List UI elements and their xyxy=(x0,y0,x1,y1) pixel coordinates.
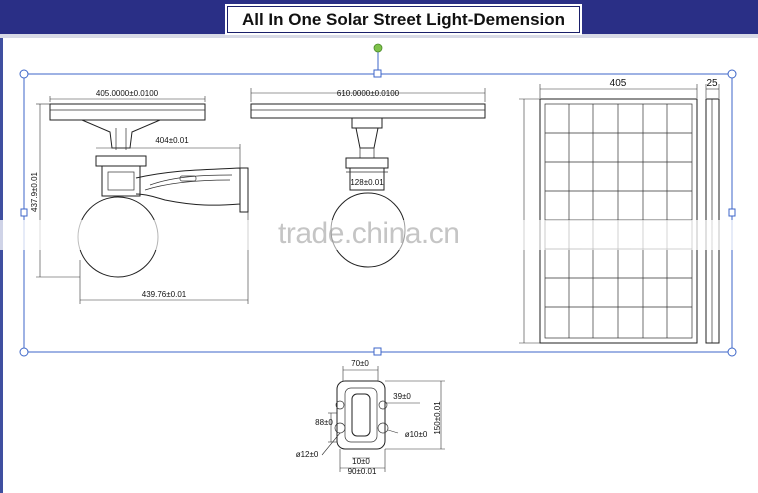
watermark-text: trade.china.cn xyxy=(278,217,460,250)
title-box: All In One Solar Street Light-Demension xyxy=(225,4,582,35)
side-overall-length-label: 439.76±0.01 xyxy=(142,290,187,299)
bracket-inner-width-label: 39±0 xyxy=(393,392,411,401)
side-view xyxy=(36,96,249,304)
left-edge-stripe xyxy=(0,38,3,493)
bracket-view xyxy=(321,366,445,472)
page-title: All In One Solar Street Light-Demension xyxy=(241,9,566,29)
banner-strip xyxy=(0,34,758,38)
bracket-hole-height-label: 88±0 xyxy=(315,418,333,427)
bracket-hole-dia-left-label: ø12±0 xyxy=(296,450,319,459)
front-neck-label: 128±0.01 xyxy=(350,178,384,187)
panel-view xyxy=(519,84,720,344)
bracket-top-width-label: 70±0 xyxy=(351,359,369,368)
panel-width-label: 405 xyxy=(610,78,627,89)
watermark-band xyxy=(0,220,758,250)
bracket-bottom-small-label: 10±0 xyxy=(352,457,370,466)
selection-frame[interactable] xyxy=(19,43,737,357)
panel-depth-label: 25 xyxy=(706,78,718,89)
front-view xyxy=(250,88,486,268)
side-arm-length-label: 404±0.01 xyxy=(155,136,189,145)
front-panel-width-label: 610.0000±0.0100 xyxy=(337,89,400,98)
side-height-label: 437.9±0.01 xyxy=(30,171,39,212)
bracket-bottom-width-label: 90±0.01 xyxy=(348,467,377,476)
bracket-hole-dia-right-label: ø10±0 xyxy=(405,430,428,439)
side-panel-width-label: 405.0000±0.0100 xyxy=(96,89,159,98)
bracket-height-label: 150±0.01 xyxy=(433,401,442,435)
